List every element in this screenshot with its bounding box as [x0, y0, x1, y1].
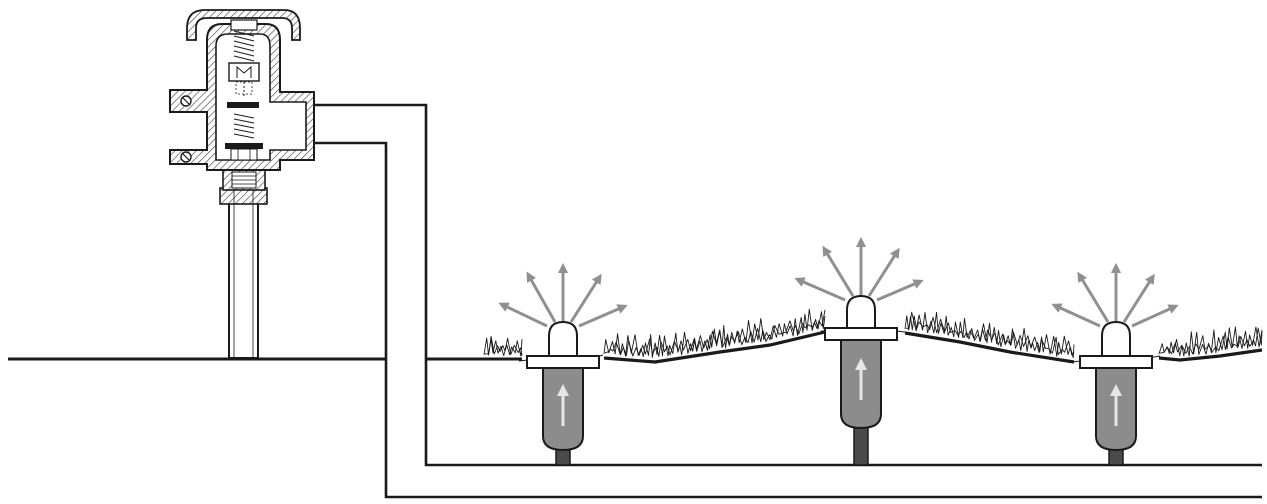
supply-pipe-inner — [314, 103, 1262, 467]
test-cock-upper — [180, 95, 192, 107]
valve-spring-lower — [233, 113, 255, 139]
inlet-threaded-nipple — [222, 169, 266, 191]
arrow-icon — [569, 273, 602, 323]
sprinkler-flange — [1079, 355, 1153, 369]
up-arrow-icon — [855, 358, 867, 400]
check-disc-upper — [227, 102, 259, 108]
sprinkler-head — [498, 262, 628, 466]
supply-pipe-outer — [314, 141, 1262, 499]
arrow-icon — [578, 304, 628, 328]
up-arrow-icon — [1110, 384, 1122, 426]
sprinkler-nozzle — [846, 294, 876, 329]
arrow-icon — [876, 279, 924, 302]
check-disc-lower — [225, 143, 263, 161]
spray-arrows — [794, 236, 924, 302]
valve-cap — [186, 9, 301, 41]
arrow-icon — [526, 271, 557, 323]
grass-patch — [484, 335, 523, 356]
arrow-icon — [1077, 271, 1110, 323]
backflow-preventer-valve — [169, 9, 315, 359]
arrow-icon — [822, 245, 855, 297]
arrow-icon — [1131, 304, 1179, 328]
grass-patch — [1159, 327, 1263, 355]
spray-arrows — [1051, 262, 1179, 328]
grass-patch — [604, 309, 826, 357]
sprinkler-flange — [824, 327, 898, 341]
arrow-icon — [794, 277, 846, 302]
sprinkler-head — [794, 236, 924, 466]
sprinkler-nozzle — [548, 320, 578, 357]
grass-patch — [905, 311, 1075, 356]
sprinkler-head — [1051, 262, 1179, 466]
up-arrow-icon — [557, 384, 569, 426]
ground-surface — [8, 330, 1263, 364]
arrow-icon — [1122, 273, 1155, 323]
lawn-turf — [483, 308, 1263, 359]
spray-arrows — [498, 262, 628, 328]
supply-pipes — [314, 103, 1262, 499]
arrow-icon — [498, 302, 548, 328]
arrow-icon — [867, 247, 900, 297]
grass-patch — [603, 308, 826, 358]
sprinkler-nozzle — [1101, 320, 1131, 357]
test-cock-lower — [180, 151, 192, 163]
valve-standpipe — [219, 187, 268, 359]
sprinkler-flange — [526, 355, 600, 369]
sprinkler-riser — [853, 424, 869, 466]
arrow-icon — [1051, 303, 1101, 328]
valve-spring-upper — [228, 19, 260, 98]
